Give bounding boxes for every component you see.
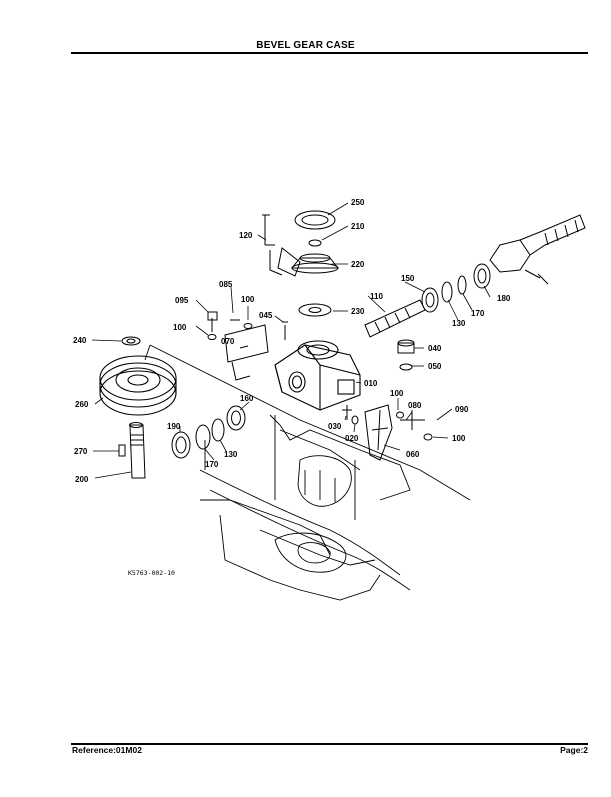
leader-lines (91, 202, 491, 479)
input-shaft (364, 263, 491, 338)
part-label: 180 (497, 294, 511, 303)
part-label: 030 (328, 422, 342, 431)
right-bracket (342, 404, 433, 461)
part-label: 270 (74, 447, 88, 456)
figure-code: K5763-002-10 (128, 569, 175, 577)
part-label: 160 (240, 394, 254, 403)
page-number: Page:2 (560, 745, 588, 755)
part-label: 100 (452, 434, 466, 443)
gear-case-housing (274, 340, 361, 411)
part-label: 070 (221, 337, 235, 346)
part-label: 100 (390, 389, 404, 398)
part-label: 210 (351, 222, 365, 231)
top-gear-stack (262, 210, 340, 317)
reference-label: Reference:01M02 (72, 745, 142, 755)
output-shaft (118, 422, 146, 479)
part-label: 090 (455, 405, 469, 414)
filler-cap (397, 339, 415, 371)
part-label: 130 (452, 319, 466, 328)
driveline-shaft (489, 214, 586, 285)
part-label: 190 (167, 422, 181, 431)
part-label: 220 (351, 260, 365, 269)
part-label: 110 (370, 292, 383, 301)
part-label: 120 (239, 231, 253, 240)
part-label: 260 (75, 400, 89, 409)
mower-deck-frame (144, 344, 471, 601)
part-label: 100 (241, 295, 255, 304)
part-label: 045 (259, 311, 273, 320)
lower-seals (171, 405, 246, 459)
part-label: 020 (345, 434, 359, 443)
left-bracket (207, 311, 288, 381)
part-label: 200 (75, 475, 89, 484)
part-labels: 250 210 120 220 150 180 110 170 130 230 … (73, 198, 511, 484)
footer-rule (71, 743, 588, 745)
part-label: 170 (205, 460, 219, 469)
part-label: 170 (471, 309, 485, 318)
part-label: 085 (219, 280, 233, 289)
pulley-assembly (99, 336, 177, 416)
part-label: 010 (364, 379, 378, 388)
part-label: 040 (428, 344, 442, 353)
part-label: 230 (351, 307, 365, 316)
part-label: 080 (408, 401, 422, 410)
part-label: 150 (401, 274, 415, 283)
part-label: 130 (224, 450, 238, 459)
part-label: 240 (73, 336, 87, 345)
header-rule (71, 52, 588, 54)
part-label: 060 (406, 450, 420, 459)
part-label: 250 (351, 198, 365, 207)
page-title: BEVEL GEAR CASE (256, 40, 355, 51)
part-label: 095 (175, 296, 189, 305)
part-label: 050 (428, 362, 442, 371)
part-label: 100 (173, 323, 187, 332)
